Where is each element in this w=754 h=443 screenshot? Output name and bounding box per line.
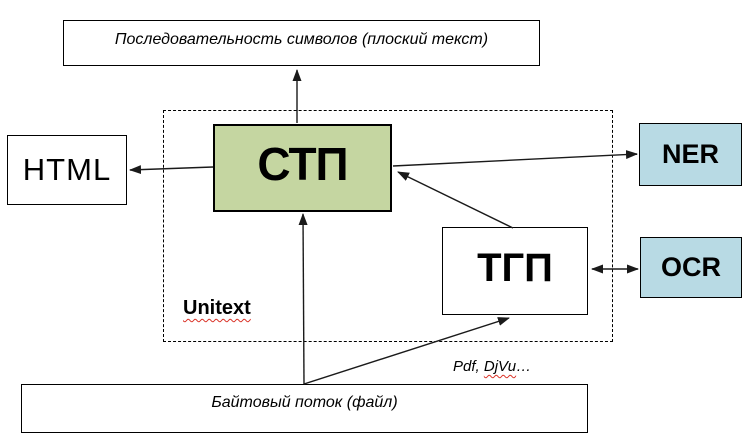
formats-suffix: … [516, 358, 532, 375]
node-tgp-label: ТГП [477, 245, 553, 290]
node-ocr-label: OCR [661, 252, 721, 282]
node-plain-text: Последовательность символов (плоский тек… [63, 20, 540, 66]
node-plain-text-label: Последовательность символов (плоский тек… [114, 31, 489, 48]
formats-misspelled: DjVu [483, 358, 517, 375]
node-stp: СТП [213, 124, 392, 212]
unitext-label: Unitext [183, 297, 251, 319]
formats-prefix: Pdf, [453, 358, 484, 375]
node-tgp: ТГП [442, 227, 588, 315]
node-html: HTML [7, 135, 127, 205]
node-byte-stream: Байтовый поток (файл) [21, 384, 588, 433]
node-stp-label: СТП [257, 138, 348, 190]
node-ocr: OCR [640, 237, 742, 298]
formats-label: Pdf, DjVu… [453, 358, 531, 375]
node-byte-stream-label: Байтовый поток (файл) [211, 393, 398, 411]
node-ner-label: NER [661, 139, 719, 169]
node-html-label: HTML [22, 152, 112, 187]
node-ner: NER [639, 123, 742, 186]
